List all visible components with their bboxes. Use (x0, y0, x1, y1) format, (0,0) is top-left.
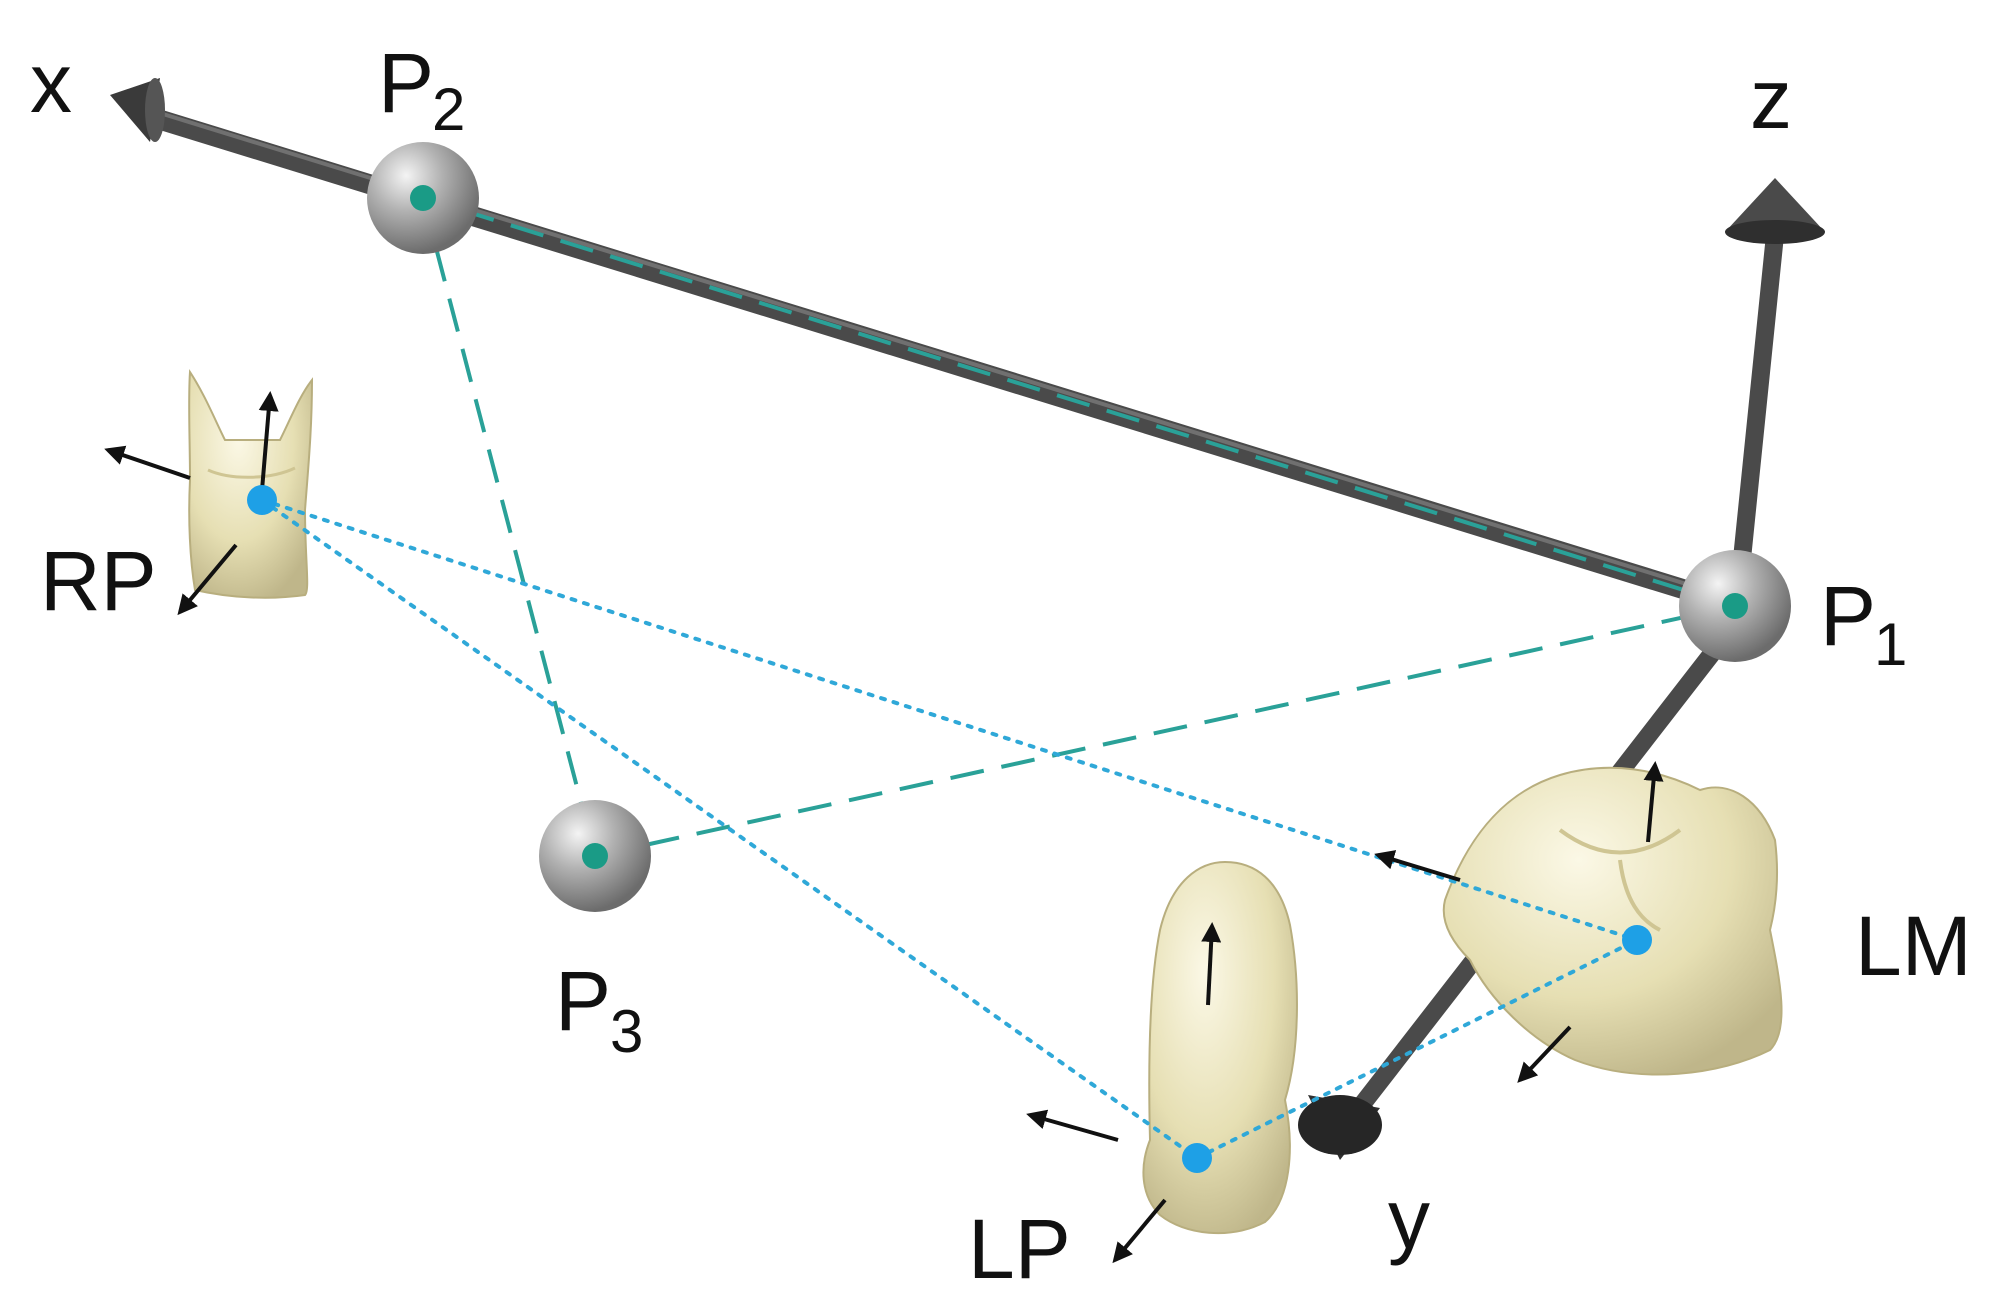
sphere-p2-center (410, 185, 436, 211)
lm-arrow-up (1643, 761, 1664, 843)
dashed-p2-p3 (421, 197, 597, 857)
rp-arrow-down (177, 543, 238, 616)
label-x-axis: x (30, 36, 72, 130)
lp-arrow-down (1112, 1198, 1167, 1264)
label-lm: LM (1855, 899, 1972, 993)
lp-arrow-left (1026, 1109, 1119, 1142)
dotted-rp-lp (260, 498, 1199, 1160)
y-axis-cone-base (1298, 1095, 1382, 1155)
reference-spheres (367, 142, 1791, 912)
lp-arrow-up (1201, 922, 1222, 1006)
lm-arrow-down (1517, 1025, 1572, 1083)
z-axis-rod (1729, 226, 1784, 607)
labels: x z y P 2 P 1 P 3 RP LP LM (30, 36, 1972, 1292)
tooth-lm-shape (1442, 766, 1783, 1076)
tooth-lm-groove (1558, 828, 1682, 932)
tooth-connection-lines (260, 498, 1639, 1160)
z-axis-cone-base (1725, 220, 1825, 244)
label-p1: P (1820, 569, 1876, 663)
rp-arrow-left (104, 445, 191, 480)
label-p3: P (555, 954, 611, 1048)
tooth-lm (1442, 766, 1783, 1076)
label-z-axis: z (1750, 52, 1792, 146)
dotted-lp-lm (1195, 938, 1639, 1160)
label-lp: LP (968, 1202, 1071, 1292)
dashed-p3-p1 (594, 604, 1736, 858)
reference-triangle (421, 196, 1736, 858)
sphere-p1-center (1722, 593, 1748, 619)
tooth-points (247, 485, 1652, 1173)
rp-point (247, 485, 277, 515)
dashed-p1-p2 (422, 196, 1736, 608)
label-p3-sub: 3 (610, 998, 643, 1065)
label-p2: P (378, 36, 434, 130)
dotted-rp-lm (260, 498, 1639, 942)
label-p1-sub: 1 (1874, 611, 1907, 678)
tooth-rp-shape (188, 368, 314, 599)
tooth-lp (1142, 860, 1298, 1235)
tooth-rp-cusp (207, 466, 296, 479)
sphere-p3-center (582, 843, 608, 869)
rp-arrow-up (258, 391, 279, 491)
lm-arrow-left (1374, 850, 1461, 882)
lp-point (1182, 1143, 1212, 1173)
tooth-rp (188, 368, 314, 599)
x-axis-cone-base (145, 78, 165, 142)
lm-point (1622, 925, 1652, 955)
z-axis-cone (1725, 178, 1825, 232)
label-rp: RP (40, 534, 157, 628)
tooth-lp-shape (1142, 860, 1298, 1235)
label-p2-sub: 2 (432, 76, 465, 143)
tooth-arrows (104, 391, 1664, 1264)
label-y-axis: y (1388, 1172, 1430, 1266)
